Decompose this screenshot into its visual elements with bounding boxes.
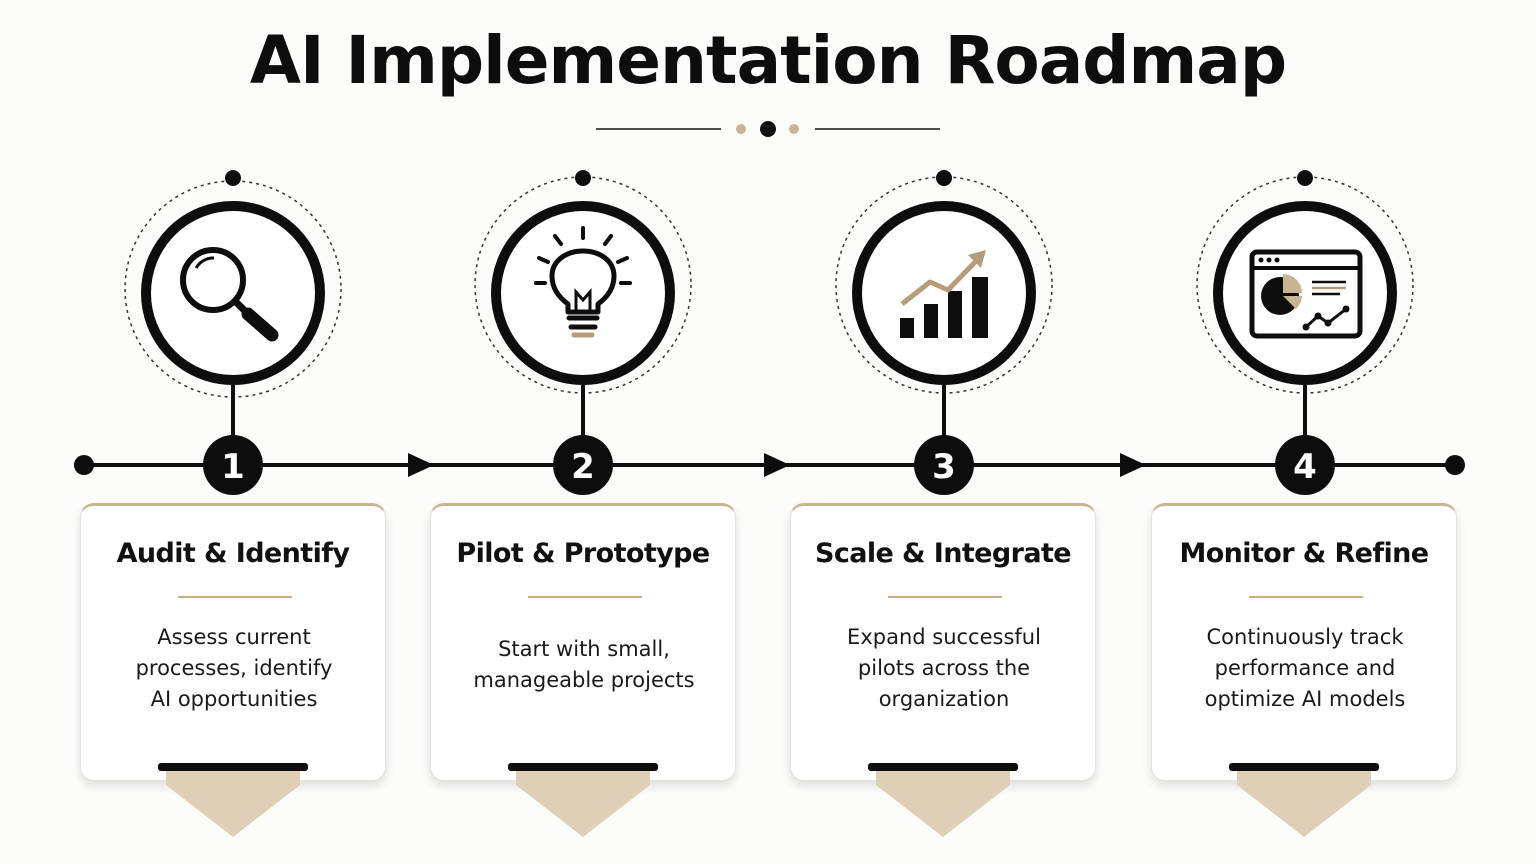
- step-2-card: Pilot & Prototype Start with small, mana…: [430, 503, 736, 781]
- step-4-number: 4: [1293, 447, 1317, 487]
- timeline-arrow-2: [764, 453, 790, 477]
- timeline-arrow-1: [408, 453, 434, 477]
- step-3-divider: [888, 596, 1002, 598]
- timeline: [74, 453, 1465, 477]
- step-1-description: Assess current processes, identify AI op…: [135, 625, 333, 711]
- magnifying-glass-icon: [180, 247, 279, 342]
- lightbulb-icon: [534, 226, 632, 338]
- step-1-pointer-tab: [158, 763, 308, 837]
- growth-chart-icon: [900, 250, 988, 338]
- step-3-card: Scale & Integrate Expand successful pilo…: [790, 503, 1096, 781]
- timeline-end-dot: [1445, 455, 1465, 475]
- step-3-node: 3: [835, 170, 1053, 495]
- step-3-pointer-tab: [868, 763, 1018, 837]
- step-4-card: Monitor & Refine Continuously track perf…: [1151, 503, 1457, 781]
- step-4-pointer-tab: [1229, 763, 1379, 837]
- step-1-card: Audit & Identify Assess current processe…: [80, 503, 386, 781]
- step-2-pointer-tab: [508, 763, 658, 837]
- page-title: AI Implementation Roadmap: [249, 22, 1287, 99]
- timeline-start-dot: [74, 455, 94, 475]
- timeline-arrow-3: [1120, 453, 1146, 477]
- step-2-number: 2: [571, 447, 595, 487]
- step-2-description: Start with small, manageable projects: [473, 637, 695, 692]
- step-4-description: Continuously track performance and optim…: [1204, 625, 1406, 711]
- step-2-title: Pilot & Prototype: [456, 538, 710, 569]
- step-3-number: 3: [932, 447, 956, 487]
- analytics-dashboard-icon: [1249, 249, 1363, 339]
- step-4-divider: [1249, 596, 1363, 598]
- step-4-title: Monitor & Refine: [1179, 538, 1429, 569]
- step-2-divider: [528, 596, 642, 598]
- step-1-number: 1: [221, 447, 245, 487]
- step-1-divider: [178, 596, 292, 598]
- step-1-title: Audit & Identify: [116, 538, 350, 569]
- step-4-node: 4: [1196, 170, 1414, 495]
- title-ornament: [596, 121, 940, 137]
- step-1-node: 1: [124, 170, 342, 495]
- step-3-title: Scale & Integrate: [815, 538, 1072, 569]
- step-2-node: 2: [474, 170, 692, 495]
- step-3-description: Expand successful pilots across the orga…: [847, 625, 1041, 711]
